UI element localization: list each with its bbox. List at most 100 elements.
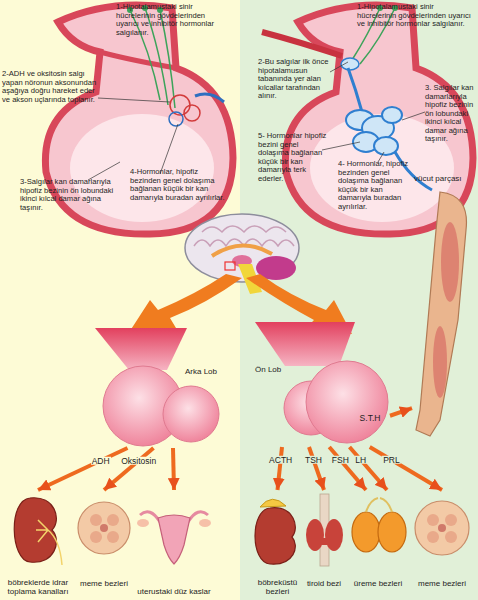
capillary-loop [184,105,200,121]
hormone-label: ACTH [268,456,293,465]
adrenal-illustration [255,499,295,564]
node-label: Ön Lob [255,366,281,375]
lobe-outline [255,322,390,447]
hormone-label: ADH [91,456,111,465]
leader-line [98,98,170,102]
adrenal-target: böbreküstü bezleri [255,490,300,598]
capillary-loop [382,107,402,123]
capillary-loop [169,112,183,126]
breast [415,501,469,555]
node-label: Arka Lob [185,368,217,377]
leader-line [402,112,425,120]
node-label: uterustaki düz kaslar [135,588,213,597]
thyroid-target: tiroid bezi [300,490,348,598]
thyroid-illustration [306,494,343,566]
annotation-text: 3. Salgılar kan damarlarıyla hipofiz bez… [425,84,477,144]
hormone-arrow [278,447,283,490]
gonads-illustration [352,498,406,552]
isthmus [318,538,331,545]
annotation-text: 3-Salgılar kan damarlarıyla hipofiz bezi… [20,178,115,212]
gonad-target: üreme bezleri [348,490,408,598]
big-arrow [128,274,242,334]
lobule [427,514,439,526]
hormone-label: FSH [331,456,350,465]
annotation-text: 1-Hipotalamustaki sinir hücrelerinin göv… [116,3,228,37]
right-background [240,0,478,600]
uterus-illustration [137,512,211,564]
kidney [255,508,295,564]
muscle [433,326,447,398]
ducts [366,498,392,512]
pituitary-marker [225,262,235,270]
brain [185,214,299,294]
annotation-text: 5- Hormonlar hipofiz bezini genel dolaşı… [258,132,328,183]
lobule [427,531,439,543]
node-label: üreme bezleri [348,580,408,589]
lobule [107,531,119,543]
annotation-text: 4-Hormonlar, hipofiz bezinden genel dola… [130,168,230,202]
hormone-arrow [38,448,128,490]
gonad [352,512,380,552]
breast-target: meme bezleri [408,490,476,598]
kidney-illustration [14,498,62,565]
hormone-label: TSH [304,456,323,465]
portal-vessel [348,68,362,112]
breast-target: meme bezleri [75,490,133,598]
muscle [441,222,459,302]
arm [416,192,466,436]
blood-vessel [100,52,176,68]
breast-illustration [78,502,130,554]
hormone-arrow [370,447,442,490]
uterus-target: uterustaki düz kaslar [135,490,213,598]
lobe-part [163,386,219,442]
node-label: vücut parçası [414,175,476,184]
node-label: böbreküstü bezleri [255,579,300,597]
lobe-part [255,322,355,366]
node-label: böbreklerde idrar toplama kanalları [2,579,74,597]
ovary [199,519,211,527]
hormone-arrow [309,447,324,490]
kidney [14,498,56,562]
annotation-text: 4- Hormonlar, hipofiz bezinden genel dol… [338,160,418,211]
thyroid-lobe [325,519,343,551]
lobule [445,531,457,543]
annotation-text: 1-Hipotalamustaki sinir hücrelerinin göv… [357,3,473,29]
breast [78,502,130,554]
breast-illustration [415,501,469,555]
lobule [107,514,119,526]
arm-illustration [416,192,466,436]
lobe-part [306,361,388,443]
gyri [202,226,286,232]
hormone-label: PRL [382,456,401,465]
leader-line [330,62,348,72]
node-label: meme bezleri [75,580,133,589]
uterus [158,515,190,564]
annotation-text: 2-Bu salgılar ilk önce hipotalamusun tab… [258,58,338,101]
lobule [90,531,102,543]
hormone-arrow [104,448,154,490]
hormone-arrow [350,447,388,490]
nipple [438,524,446,532]
posterior-lobe: Arka Lob [95,328,225,448]
node-label: meme bezleri [408,580,476,589]
vein [195,94,224,102]
hormone-label: S.T.H [359,414,382,423]
collecting-ducts [36,520,62,565]
lobule [445,514,457,526]
ovary [137,519,149,527]
hormone-label: LH [354,456,367,465]
hormone-label: Oksitosin [120,456,157,465]
leader-line [322,142,360,150]
lobe-outline [95,328,225,448]
capillary-loop [374,137,398,155]
adrenal-gland [260,499,286,507]
lobule [90,514,102,526]
corpus-callosum [212,245,272,256]
hormone-arrow [173,448,174,490]
annotation-text: 2-ADH ve oksitosin salgı yapan nöronun a… [2,70,98,104]
kidney-target: böbreklerde idrar toplama kanalları [2,490,74,598]
hormone-arrow [329,447,366,490]
node-label: tiroid bezi [300,580,348,589]
